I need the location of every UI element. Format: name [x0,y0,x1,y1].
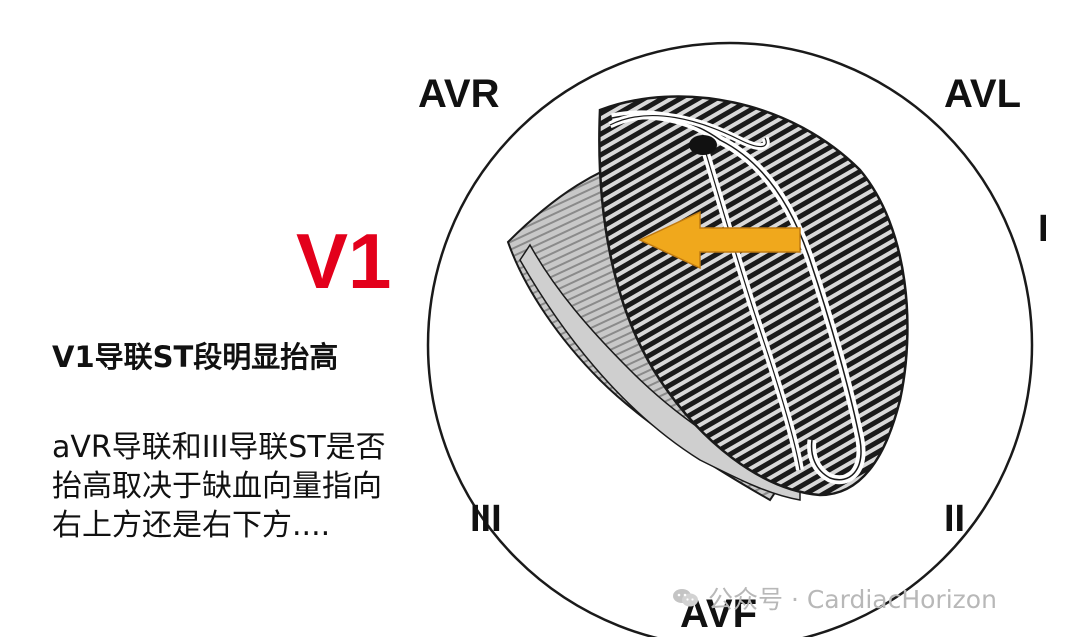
heart-left-ventricle [598,95,909,497]
lead-label-ii: II [944,498,966,540]
lead-label-avr: AVR [418,72,500,116]
occlusion-dot [689,135,717,155]
subtitle: V1导联ST段明显抬高 [52,340,339,374]
lead-label-avl: AVL [944,72,1022,116]
injury-vector-arrow [638,210,801,270]
heart-septal-band-outline [704,149,801,471]
title-v1: V1 [296,217,392,305]
watermark: 公众号 · CardiacHorizon [672,580,997,616]
lead-label-i: I [1038,208,1049,250]
heart-inner-lining-outline [611,114,862,481]
wechat-icon [673,589,698,607]
lead-label-iii: III [470,498,502,540]
heart-vessel-top-outline [609,114,767,148]
lead-circle [426,41,1034,637]
description: aVR导联和III导联ST是否抬高取决于缺血向量指向右上方还是右下方.... [52,430,386,543]
watermark-text: 公众号 · CardiacHorizon [708,585,997,614]
